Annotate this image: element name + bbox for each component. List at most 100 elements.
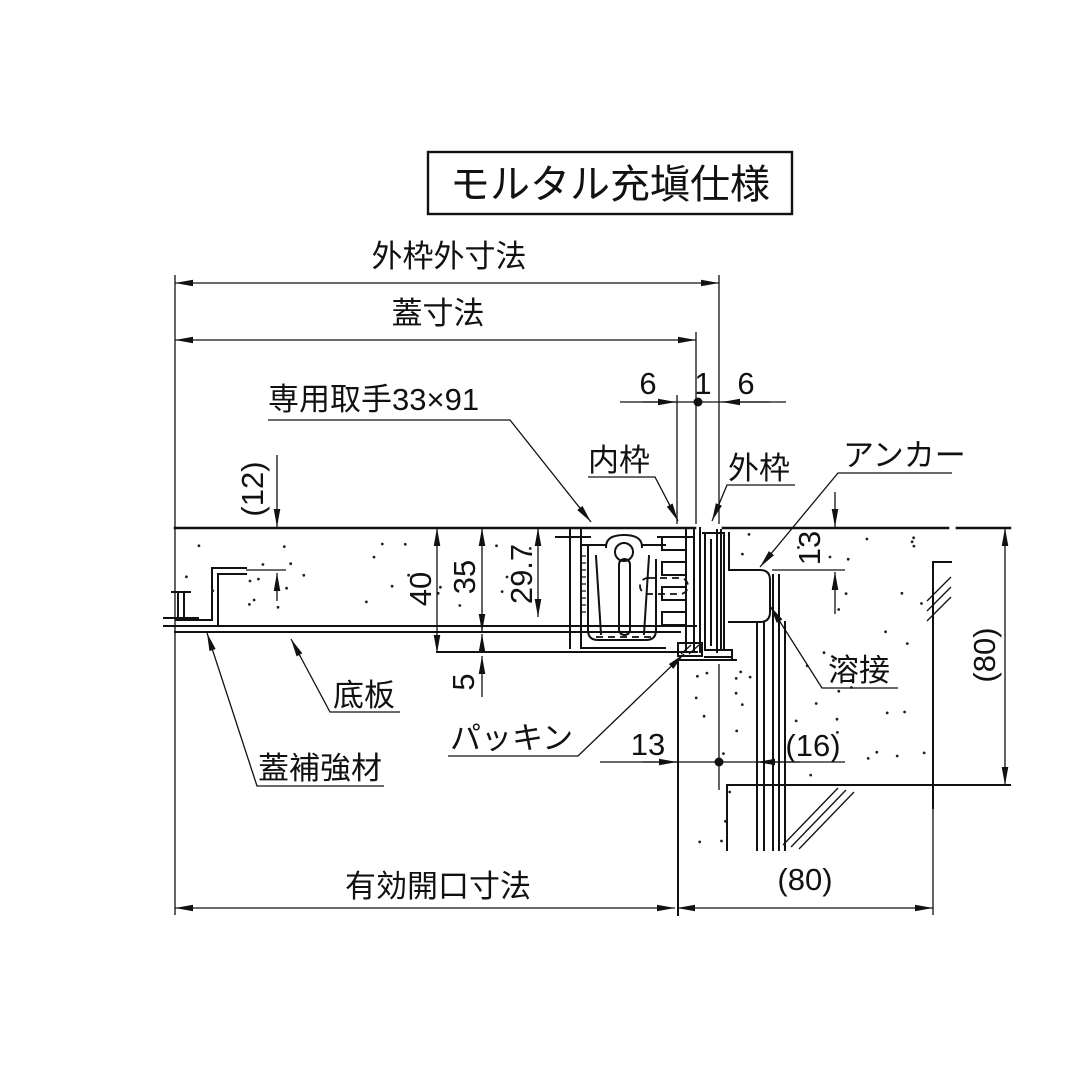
label-weld: 溶接 — [828, 653, 890, 688]
stipple-dot — [728, 790, 732, 794]
title-box: モルタル充塡仕様 — [426, 150, 794, 216]
leader-labels: 専用取手33×91 内枠 外枠 アンカー 溶接 底板 蓋補強材 パッキン — [206, 382, 966, 787]
stipple-dot — [735, 729, 739, 733]
stipple-dot — [407, 573, 410, 577]
stipple-dot — [747, 533, 751, 536]
dim-value-anchor-top-offset: 13 — [792, 531, 827, 565]
dimensions: 外枠外寸法 蓋寸法 6 1 6 (12) 40 35 29.7 5 13 13 — [174, 239, 1009, 915]
dim-point-marker — [714, 757, 724, 767]
stipple-dot — [734, 677, 738, 680]
stipple-dot — [910, 540, 914, 544]
dim-value-gap-right: 6 — [737, 366, 754, 401]
label-outer-frame: 外枠 — [728, 451, 790, 486]
stipple-dot — [261, 563, 265, 566]
stipple-dot — [832, 659, 835, 662]
stipple-dot — [500, 590, 504, 593]
stipple-dot — [905, 642, 909, 645]
dim-value-lid-inner-depth: 29.7 — [504, 544, 539, 604]
stipple-dot — [380, 542, 384, 546]
label-inner-frame: 内枠 — [588, 443, 650, 478]
handle-recess — [569, 529, 689, 649]
leader-inner-frame — [588, 476, 679, 522]
stipple-dot — [702, 714, 706, 718]
dim-value-pocket-width: (80) — [777, 862, 832, 897]
leader-outer-frame — [711, 484, 795, 522]
stipple-dot — [705, 671, 709, 675]
stipple-dot — [439, 585, 442, 589]
outer-frame-profile — [702, 529, 733, 661]
inner-frame-profile — [661, 527, 701, 653]
stipple-dot — [197, 544, 201, 548]
packing-profile — [677, 642, 703, 657]
dim-label-outer-frame-outer: 外枠外寸法 — [372, 239, 527, 274]
label-handle: 専用取手33×91 — [268, 382, 479, 417]
stipple-dot — [797, 546, 800, 549]
leader-lid-reinforcement — [206, 632, 384, 787]
stipple-dot — [495, 544, 498, 548]
stipple-dot — [734, 691, 738, 695]
stipple-dot — [248, 603, 251, 606]
stipple-dot — [794, 719, 798, 723]
stipple-dot — [814, 702, 818, 705]
stipple-dot — [912, 544, 916, 548]
stipple-dot — [920, 602, 923, 605]
dim-label-effective-opening: 有効開口寸法 — [345, 869, 531, 904]
stipple-dot — [276, 605, 280, 609]
stipple-dot — [285, 586, 288, 590]
leader-anchor — [759, 472, 952, 568]
stipple-dot — [302, 573, 306, 577]
stipple-dot — [257, 577, 260, 581]
label-lid-reinforcement: 蓋補強材 — [258, 751, 382, 786]
stipple-dot — [866, 757, 870, 760]
stipple-dot — [912, 536, 915, 540]
dim-label-lid: 蓋寸法 — [392, 296, 485, 331]
stipple-dot — [724, 819, 727, 823]
dim-value-gap-left: 6 — [639, 366, 656, 401]
stipple-dot — [694, 696, 698, 700]
dim-value-gap-center: 1 — [694, 366, 711, 401]
leader-handle — [268, 419, 592, 523]
stipple-dot — [836, 731, 839, 734]
stipple-dot — [252, 598, 256, 602]
stipple-dot — [895, 754, 899, 758]
stipple-dot — [289, 562, 293, 566]
dim-point-marker — [693, 397, 703, 407]
dim-value-flatbar-offset: (16) — [785, 728, 840, 763]
stipple-dot — [837, 689, 841, 693]
label-packing: パッキン — [450, 721, 573, 756]
stipple-dot — [809, 773, 813, 777]
stipple-dot — [849, 679, 853, 682]
leader-weld — [769, 605, 898, 689]
dim-value-recess-depth: (12) — [235, 461, 270, 516]
leader-bottom-plate — [290, 638, 400, 713]
stipple-dot — [211, 589, 215, 593]
concrete-stipple — [185, 533, 926, 844]
stipple-dot — [185, 575, 188, 579]
stipple-dot — [884, 630, 887, 634]
stipple-dot — [828, 555, 832, 559]
stipple-dot — [835, 717, 839, 721]
stipple-dot — [461, 563, 464, 567]
concrete-outline — [677, 526, 1012, 916]
stipple-dot — [282, 545, 286, 548]
stipple-dot — [505, 575, 509, 579]
stipple-dot — [528, 547, 532, 550]
stipple-dot — [837, 608, 841, 611]
dim-value-pocket-depth: (80) — [967, 627, 1002, 682]
stipple-dot — [248, 579, 252, 583]
stipple-dot — [844, 592, 848, 595]
stipple-dot — [365, 600, 368, 604]
stipple-dot — [403, 542, 407, 546]
label-bottom-plate: 底板 — [333, 678, 395, 713]
stipple-dot — [846, 557, 850, 561]
stipple-dot — [739, 670, 743, 674]
stipple-dot — [722, 752, 725, 755]
stipple-dot — [696, 674, 699, 678]
stipple-dot — [372, 555, 376, 559]
dim-value-lid-total-height: 40 — [403, 572, 438, 606]
stipple-dot — [741, 552, 744, 556]
stipple-dot — [720, 839, 723, 843]
stipple-dot — [903, 710, 906, 714]
stipple-dot — [458, 604, 462, 607]
